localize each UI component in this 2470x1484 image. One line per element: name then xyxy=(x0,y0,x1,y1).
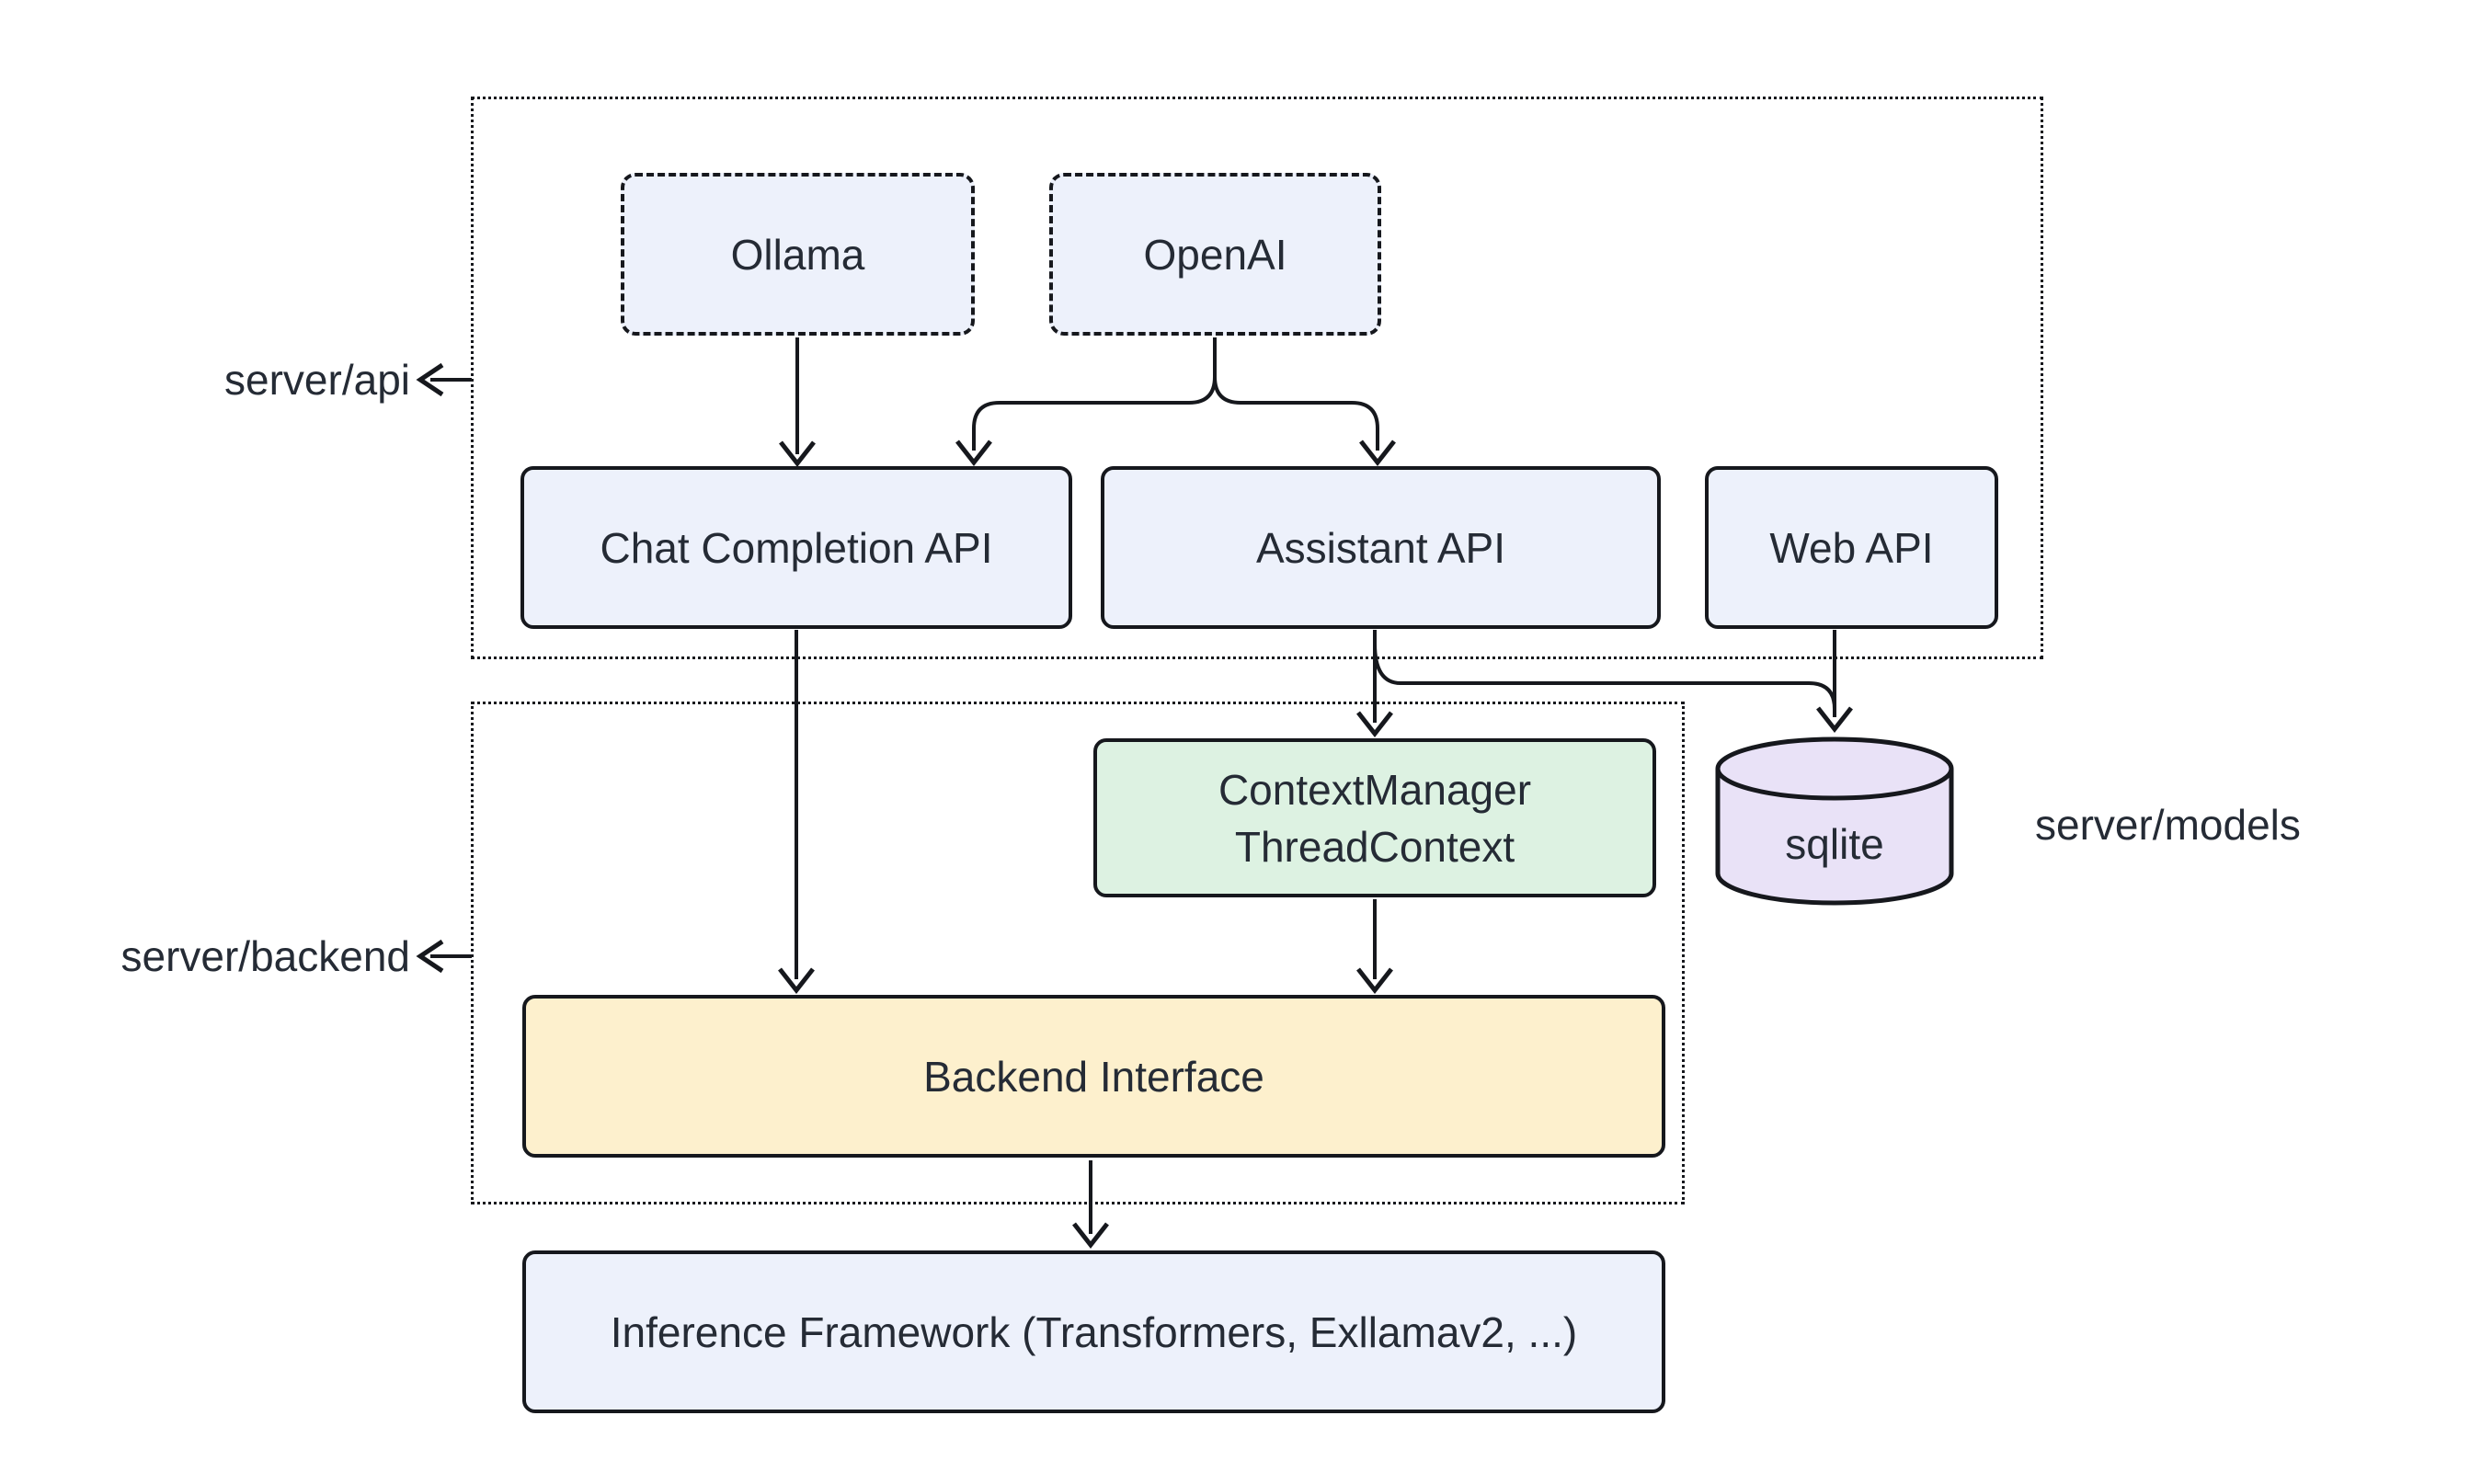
arrowhead-server-api-pointer xyxy=(416,362,444,397)
server-backend-group-box xyxy=(471,702,1685,1204)
node-ollama: Ollama xyxy=(621,173,975,336)
node-web-api: Web API xyxy=(1705,466,1998,629)
edge-openai-to-chat-completion xyxy=(972,376,1217,451)
arrowhead-context-manager-to-backend xyxy=(1356,967,1393,995)
node-inference-framework-label: Inference Framework (Transformers, Exlla… xyxy=(610,1307,1578,1356)
arrowhead-backend-to-inference xyxy=(1072,1222,1109,1250)
edge-openai-to-assistant xyxy=(1213,376,1379,451)
node-openai-label: OpenAI xyxy=(1143,230,1287,279)
node-context-manager-label-line1: ContextManager xyxy=(1218,765,1532,814)
label-server-models-text: server/models xyxy=(2035,801,2301,849)
arrowhead-openai-to-assistant xyxy=(1359,439,1396,467)
sqlite-cylinder-top xyxy=(1715,736,1954,801)
sqlite-cylinder xyxy=(1715,736,1954,906)
label-server-backend: server/backend xyxy=(74,932,411,980)
node-context-manager-label-line2: ThreadContext xyxy=(1234,822,1515,871)
sqlite-cylinder-body xyxy=(1715,769,1954,906)
arrowhead-ollama-to-chat-completion xyxy=(779,440,816,468)
node-ollama-label: Ollama xyxy=(730,230,865,279)
node-backend-interface-label: Backend Interface xyxy=(923,1052,1264,1101)
arrowhead-server-backend-pointer xyxy=(416,939,444,974)
arrowhead-assistant-to-context-manager xyxy=(1356,711,1393,738)
node-assistant-api: Assistant API xyxy=(1101,466,1661,629)
node-assistant-api-label: Assistant API xyxy=(1255,523,1505,572)
label-server-models: server/models xyxy=(2035,801,2421,849)
node-openai: OpenAI xyxy=(1049,173,1381,336)
node-web-api-label: Web API xyxy=(1769,523,1934,572)
label-server-api-text: server/api xyxy=(224,356,410,404)
node-chat-completion-api-label: Chat Completion API xyxy=(600,523,993,572)
node-chat-completion-api: Chat Completion API xyxy=(520,466,1072,629)
node-inference-framework: Inference Framework (Transformers, Exlla… xyxy=(522,1250,1665,1413)
edge-assistant-to-sqlite xyxy=(1373,643,1836,710)
node-context-manager: ContextManager ThreadContext xyxy=(1093,738,1656,897)
arrowhead-chat-completion-to-backend xyxy=(778,967,815,995)
arrowhead-web-api-to-sqlite xyxy=(1816,706,1853,734)
arrowhead-openai-to-chat-completion xyxy=(955,439,992,467)
server-api-group-box xyxy=(471,97,2043,659)
label-server-api: server/api xyxy=(129,356,410,404)
sqlite-label-text: sqlite xyxy=(1785,820,1884,868)
node-sqlite-label: sqlite xyxy=(1720,820,1950,868)
label-server-backend-text: server/backend xyxy=(120,932,411,980)
node-backend-interface: Backend Interface xyxy=(522,995,1665,1158)
